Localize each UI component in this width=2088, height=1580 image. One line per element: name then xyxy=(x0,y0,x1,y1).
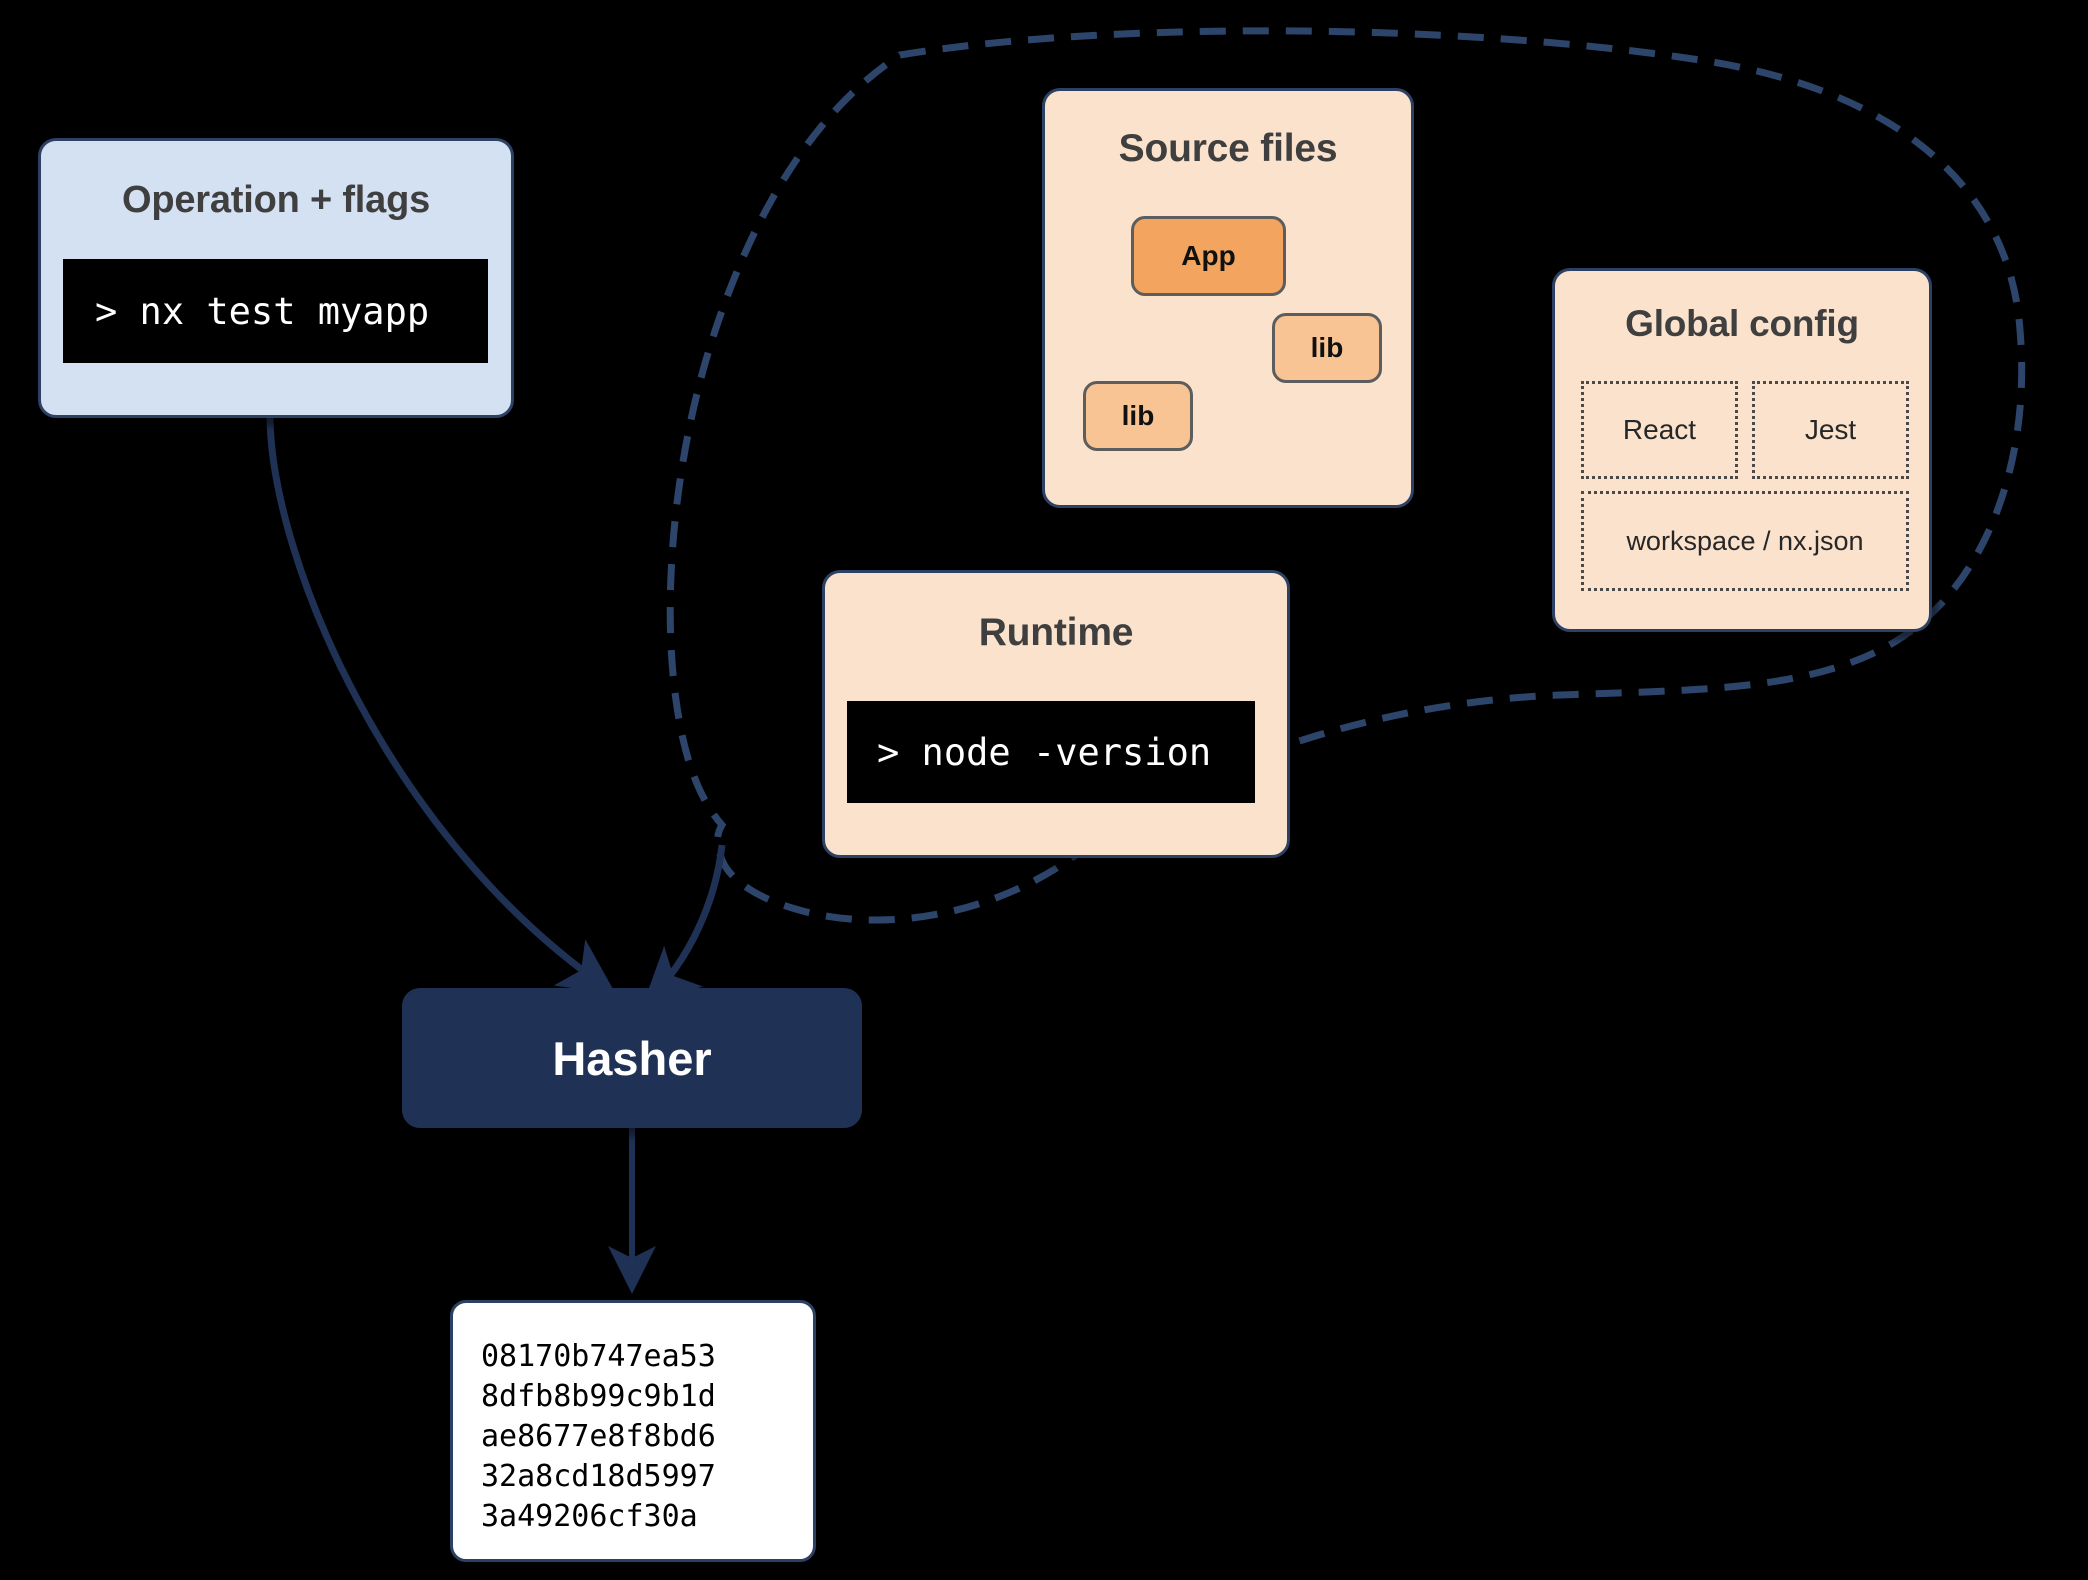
global-config-cell-jest: Jest xyxy=(1752,381,1909,479)
global-config-row-top: React Jest xyxy=(1581,381,1909,479)
hash-output-text: 08170b747ea53 8dfb8b99c9b1d ae8677e8f8bd… xyxy=(481,1339,716,1534)
source-node-lib-left: lib xyxy=(1083,381,1193,451)
hasher-card: Hasher xyxy=(402,988,862,1128)
global-config-grid: React Jest workspace / nx.json xyxy=(1581,381,1909,599)
source-files-title: Source files xyxy=(1118,127,1338,170)
global-config-card: Global config React Jest workspace / nx.… xyxy=(1552,268,1932,632)
global-config-cell-react: React xyxy=(1581,381,1738,479)
runtime-terminal: > node -version xyxy=(847,701,1255,803)
operation-to-hasher-arrow xyxy=(266,417,616,994)
cloud-tail-arrow xyxy=(642,844,726,1005)
source-files-card: Source files App lib lib xyxy=(1042,88,1414,508)
global-config-title: Global config xyxy=(1625,303,1859,344)
global-config-cell-workspace: workspace / nx.json xyxy=(1581,491,1909,591)
operation-flags-card: Operation + flags > nx test myapp xyxy=(38,138,514,418)
operation-flags-title: Operation + flags xyxy=(121,179,431,221)
runtime-card: Runtime > node -version xyxy=(822,570,1290,858)
hash-output-card: 08170b747ea53 8dfb8b99c9b1d ae8677e8f8bd… xyxy=(450,1300,816,1562)
source-node-lib-right: lib xyxy=(1272,313,1382,383)
runtime-title: Runtime xyxy=(978,611,1134,654)
operation-terminal: > nx test myapp xyxy=(63,259,488,363)
source-node-app: App xyxy=(1131,216,1286,296)
hasher-label: Hasher xyxy=(552,1031,712,1085)
cloud-boundary xyxy=(666,27,2026,924)
